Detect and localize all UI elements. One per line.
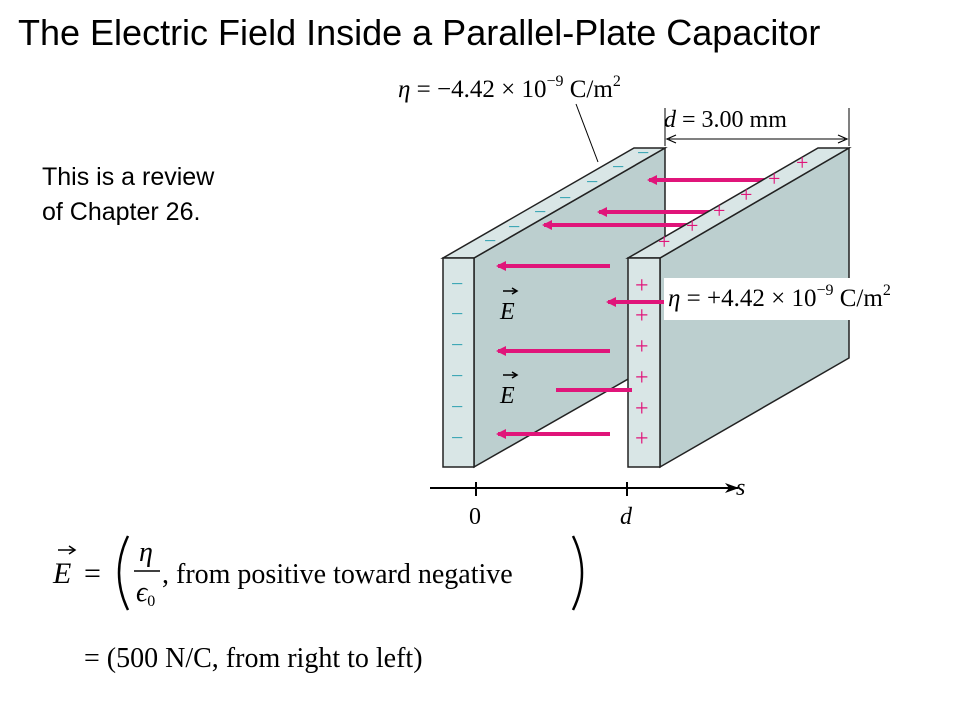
plus-sign: + (635, 365, 649, 391)
s-axis-label: s (736, 475, 745, 501)
negative-plate-edge (442, 257, 475, 468)
plus-sign: + (635, 303, 649, 329)
minus-sign: − (508, 214, 520, 239)
minus-sign: − (484, 228, 496, 253)
field-symbol: E (499, 383, 515, 409)
equation-lhs: E (52, 557, 71, 590)
minus-sign: − (612, 154, 624, 179)
minus-sign: − (559, 185, 571, 210)
plus-sign: + (686, 213, 698, 238)
minus-sign: − (451, 394, 463, 419)
minus-sign: − (451, 271, 463, 296)
field-symbol: E (499, 299, 515, 325)
tick-label-zero: 0 (469, 504, 481, 530)
plus-sign: + (635, 334, 649, 360)
svg-text:η = +4.42 × 10−9 C/m2: η = +4.42 × 10−9 C/m2 (668, 282, 891, 312)
equation-result: = (500 N/C, from right to left) (84, 643, 423, 674)
plus-sign: + (658, 229, 670, 254)
leader-line (575, 103, 599, 163)
positive-charges-top: + + + + + + (658, 150, 808, 254)
review-note-line-2: of Chapter 26. (42, 198, 201, 226)
review-note: This is a review of Chapter 26. (42, 160, 302, 230)
positive-density-label: η = +4.42 × 10−9 C/m2 (664, 278, 948, 320)
minus-sign: − (586, 169, 598, 194)
svg-text:η = −4.42 × 10−9 C/m2: η = −4.42 × 10−9 C/m2 (398, 73, 621, 103)
s-axis: s 0 d (430, 475, 745, 530)
fraction-numerator: η (139, 537, 153, 568)
plus-sign: + (713, 198, 725, 223)
plus-sign: + (635, 396, 649, 422)
minus-sign: − (451, 425, 463, 450)
minus-sign: − (451, 332, 463, 357)
tick-label-d: d (620, 504, 633, 530)
plus-sign: + (635, 273, 649, 299)
fraction-denominator: ϵ0 (136, 577, 155, 610)
positive-plate-edge (627, 257, 661, 468)
minus-sign: − (637, 140, 649, 165)
separation-label: d = 3.00 mm (664, 107, 787, 133)
field-arrows-front (496, 261, 610, 439)
negative-density-label: η = −4.42 × 10−9 C/m2 (398, 73, 621, 163)
positive-charges-edge: + + + + + + (635, 273, 649, 452)
field-label-upper: E (499, 287, 519, 325)
negative-charges-top: − − − − − − − (484, 140, 649, 253)
field-equation: E = η ϵ0 , from positive toward negative… (52, 535, 584, 674)
plus-sign: + (740, 182, 752, 207)
equation-equals: = (84, 557, 101, 590)
right-paren (571, 535, 584, 611)
minus-sign: − (534, 199, 546, 224)
field-label-lower: E (499, 371, 519, 409)
separation-indicator: d = 3.00 mm (664, 107, 850, 146)
negative-plate (440, 146, 668, 469)
equation-suffix: , from positive toward negative (162, 559, 513, 590)
left-paren (117, 535, 130, 611)
negative-charges-edge: − − − − − − (451, 271, 463, 450)
slide-title: The Electric Field Inside a Parallel-Pla… (18, 12, 821, 53)
plus-sign: + (635, 426, 649, 452)
review-note-line-1: This is a review (42, 163, 215, 191)
plus-sign: + (796, 150, 808, 175)
minus-sign: − (451, 301, 463, 326)
minus-sign: − (451, 363, 463, 388)
plus-sign: + (768, 166, 780, 191)
